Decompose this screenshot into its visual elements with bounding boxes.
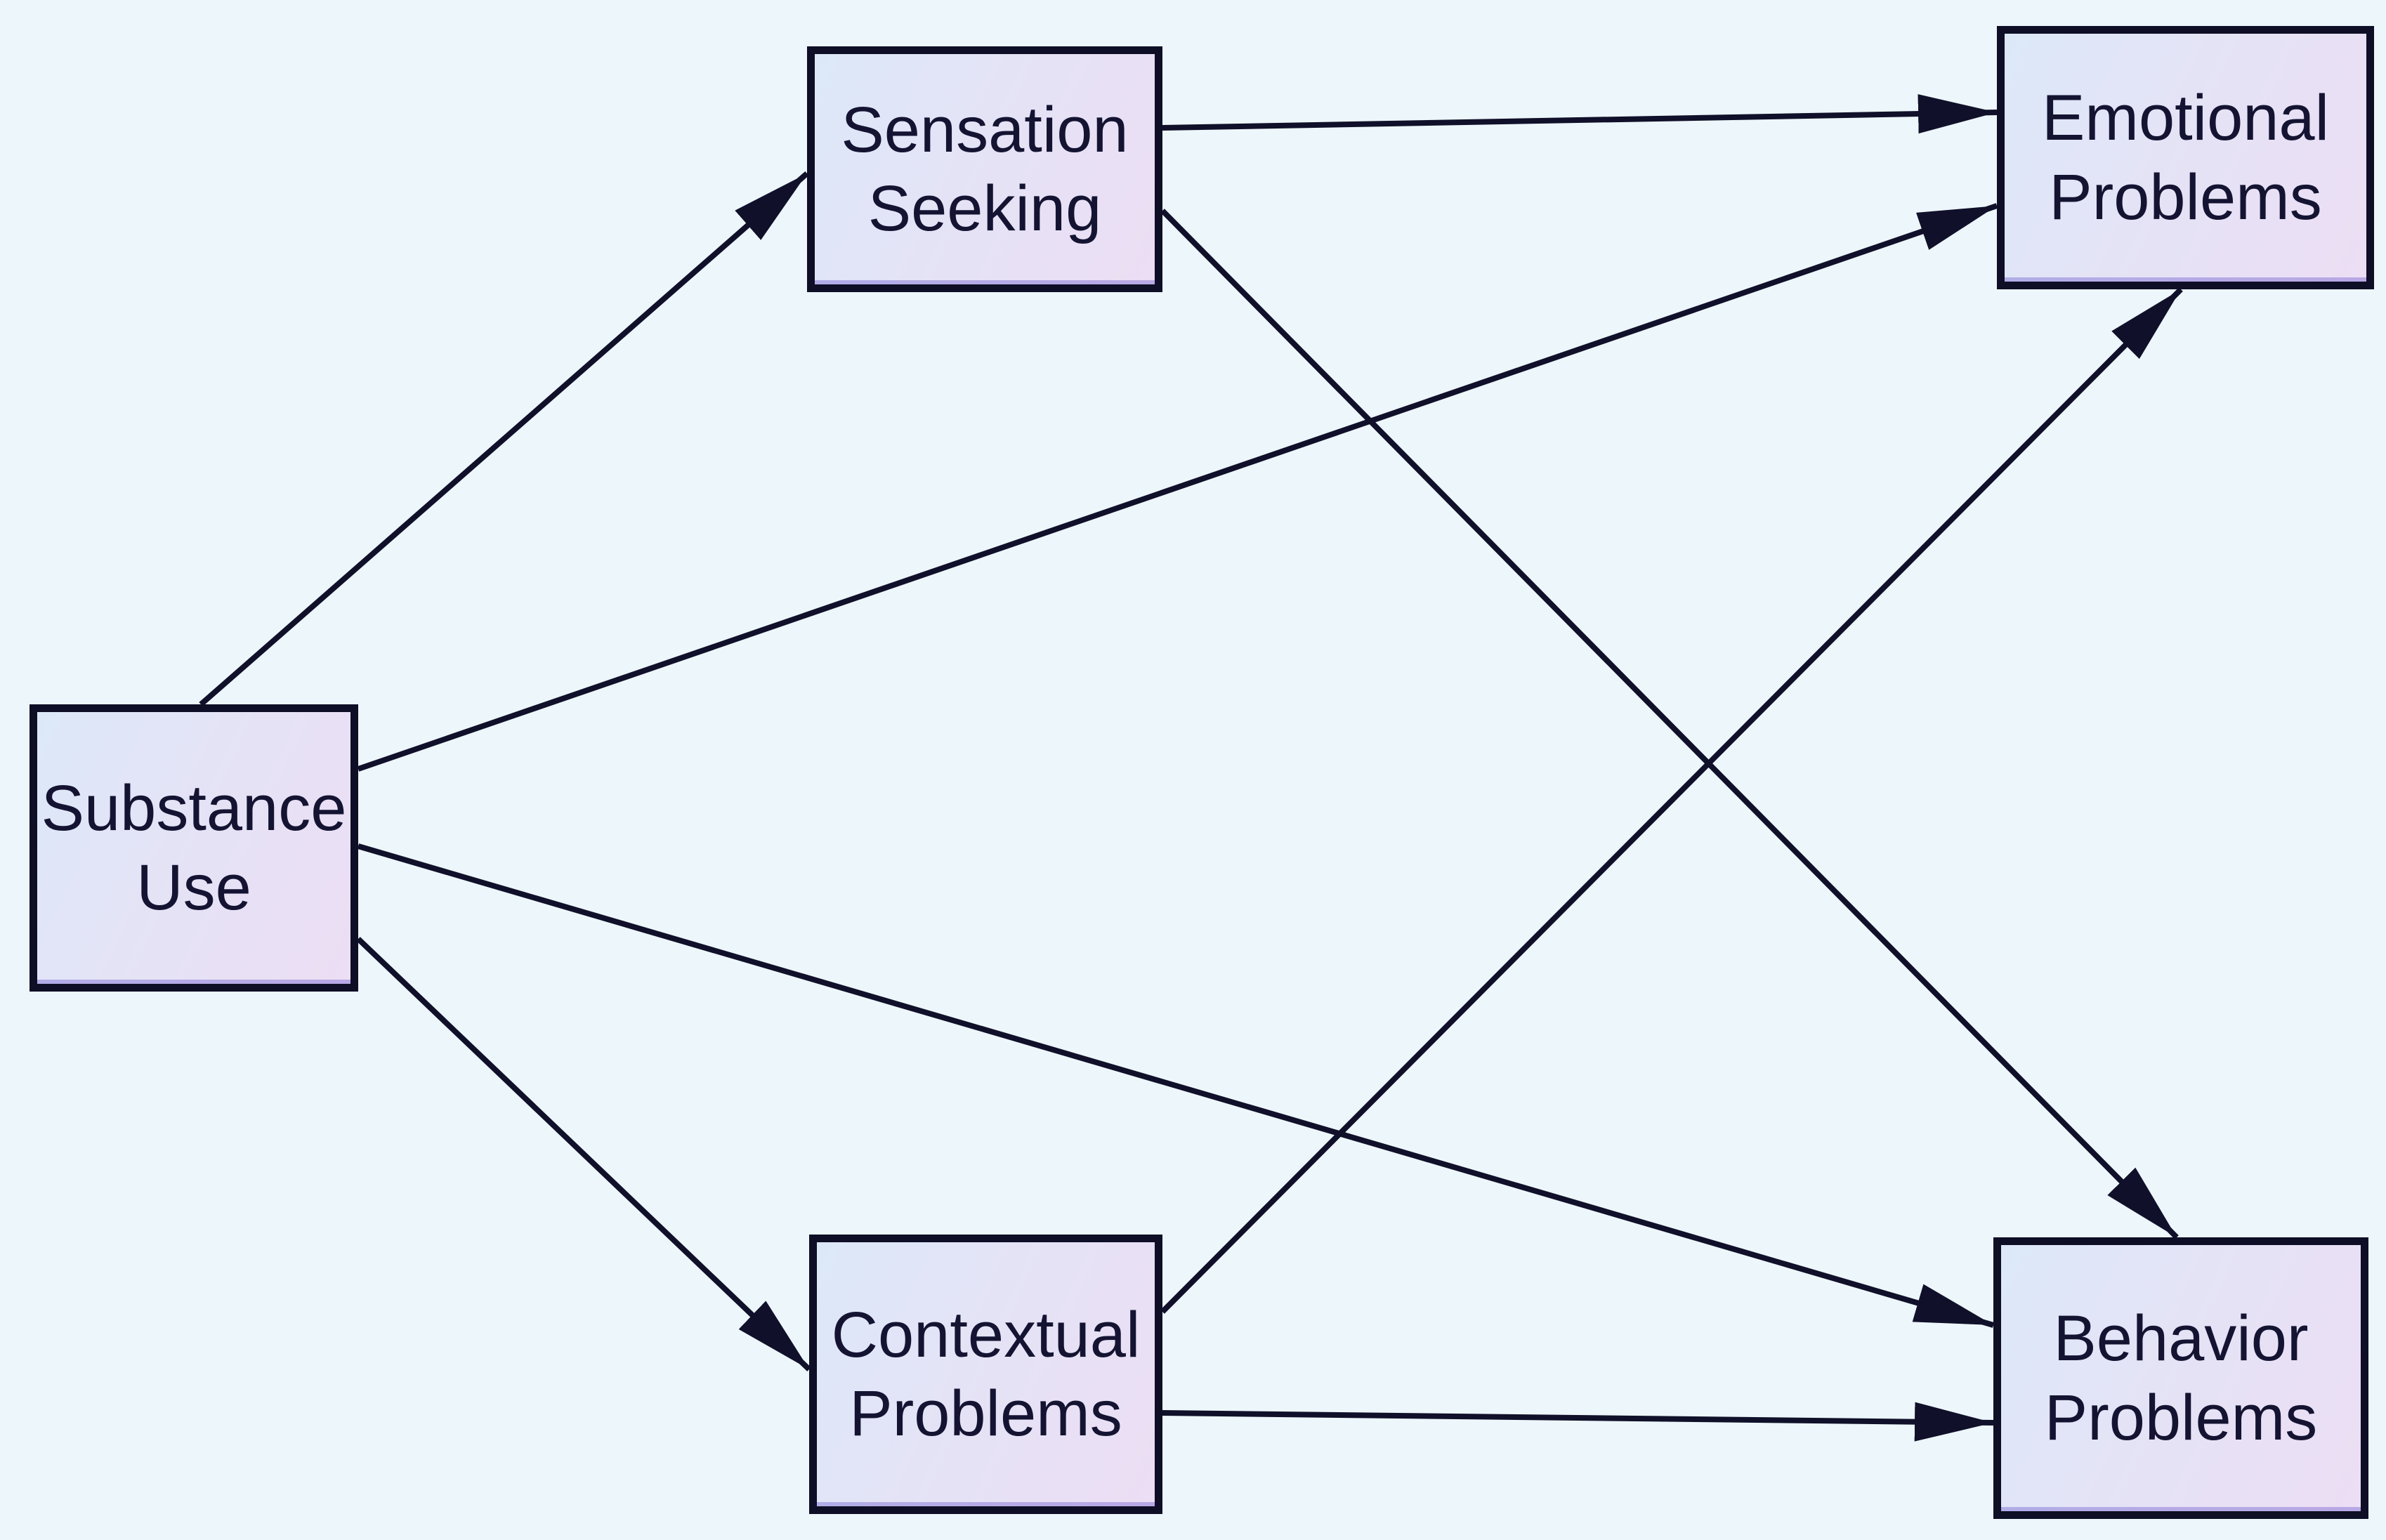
node-contextual-problems: Contextual Problems: [809, 1235, 1162, 1514]
arrow-substance-use-to-behavior-problems: [357, 843, 1995, 1328]
node-label: Emotional Problems: [2041, 82, 2330, 233]
node-label: Behavior Problems: [2044, 1303, 2318, 1454]
arrow-substance-use-to-contextual-problems: [356, 937, 811, 1371]
node-sensation-seeking: Sensation Seeking: [807, 46, 1162, 292]
arrow-sensation-seeking-to-emotional-problems: [1162, 94, 1998, 134]
node-label: Substance Use: [41, 772, 347, 923]
node-behavior-problems: Behavior Problems: [1993, 1237, 2368, 1519]
arrow-sensation-seeking-to-behavior-problems: [1160, 209, 2179, 1239]
node-substance-use: Substance Use: [30, 704, 358, 992]
node-label: Contextual Problems: [831, 1298, 1141, 1449]
node-label: Sensation Seeking: [841, 93, 1129, 244]
node-emotional-problems: Emotional Problems: [1997, 26, 2374, 289]
arrow-substance-use-to-emotional-problems: [357, 203, 1998, 772]
arrow-substance-use-to-sensation-seeking: [199, 171, 809, 707]
arrow-contextual-problems-to-emotional-problems: [1160, 287, 2183, 1314]
arrow-contextual-problems-to-behavior-problems: [1162, 1402, 1994, 1442]
